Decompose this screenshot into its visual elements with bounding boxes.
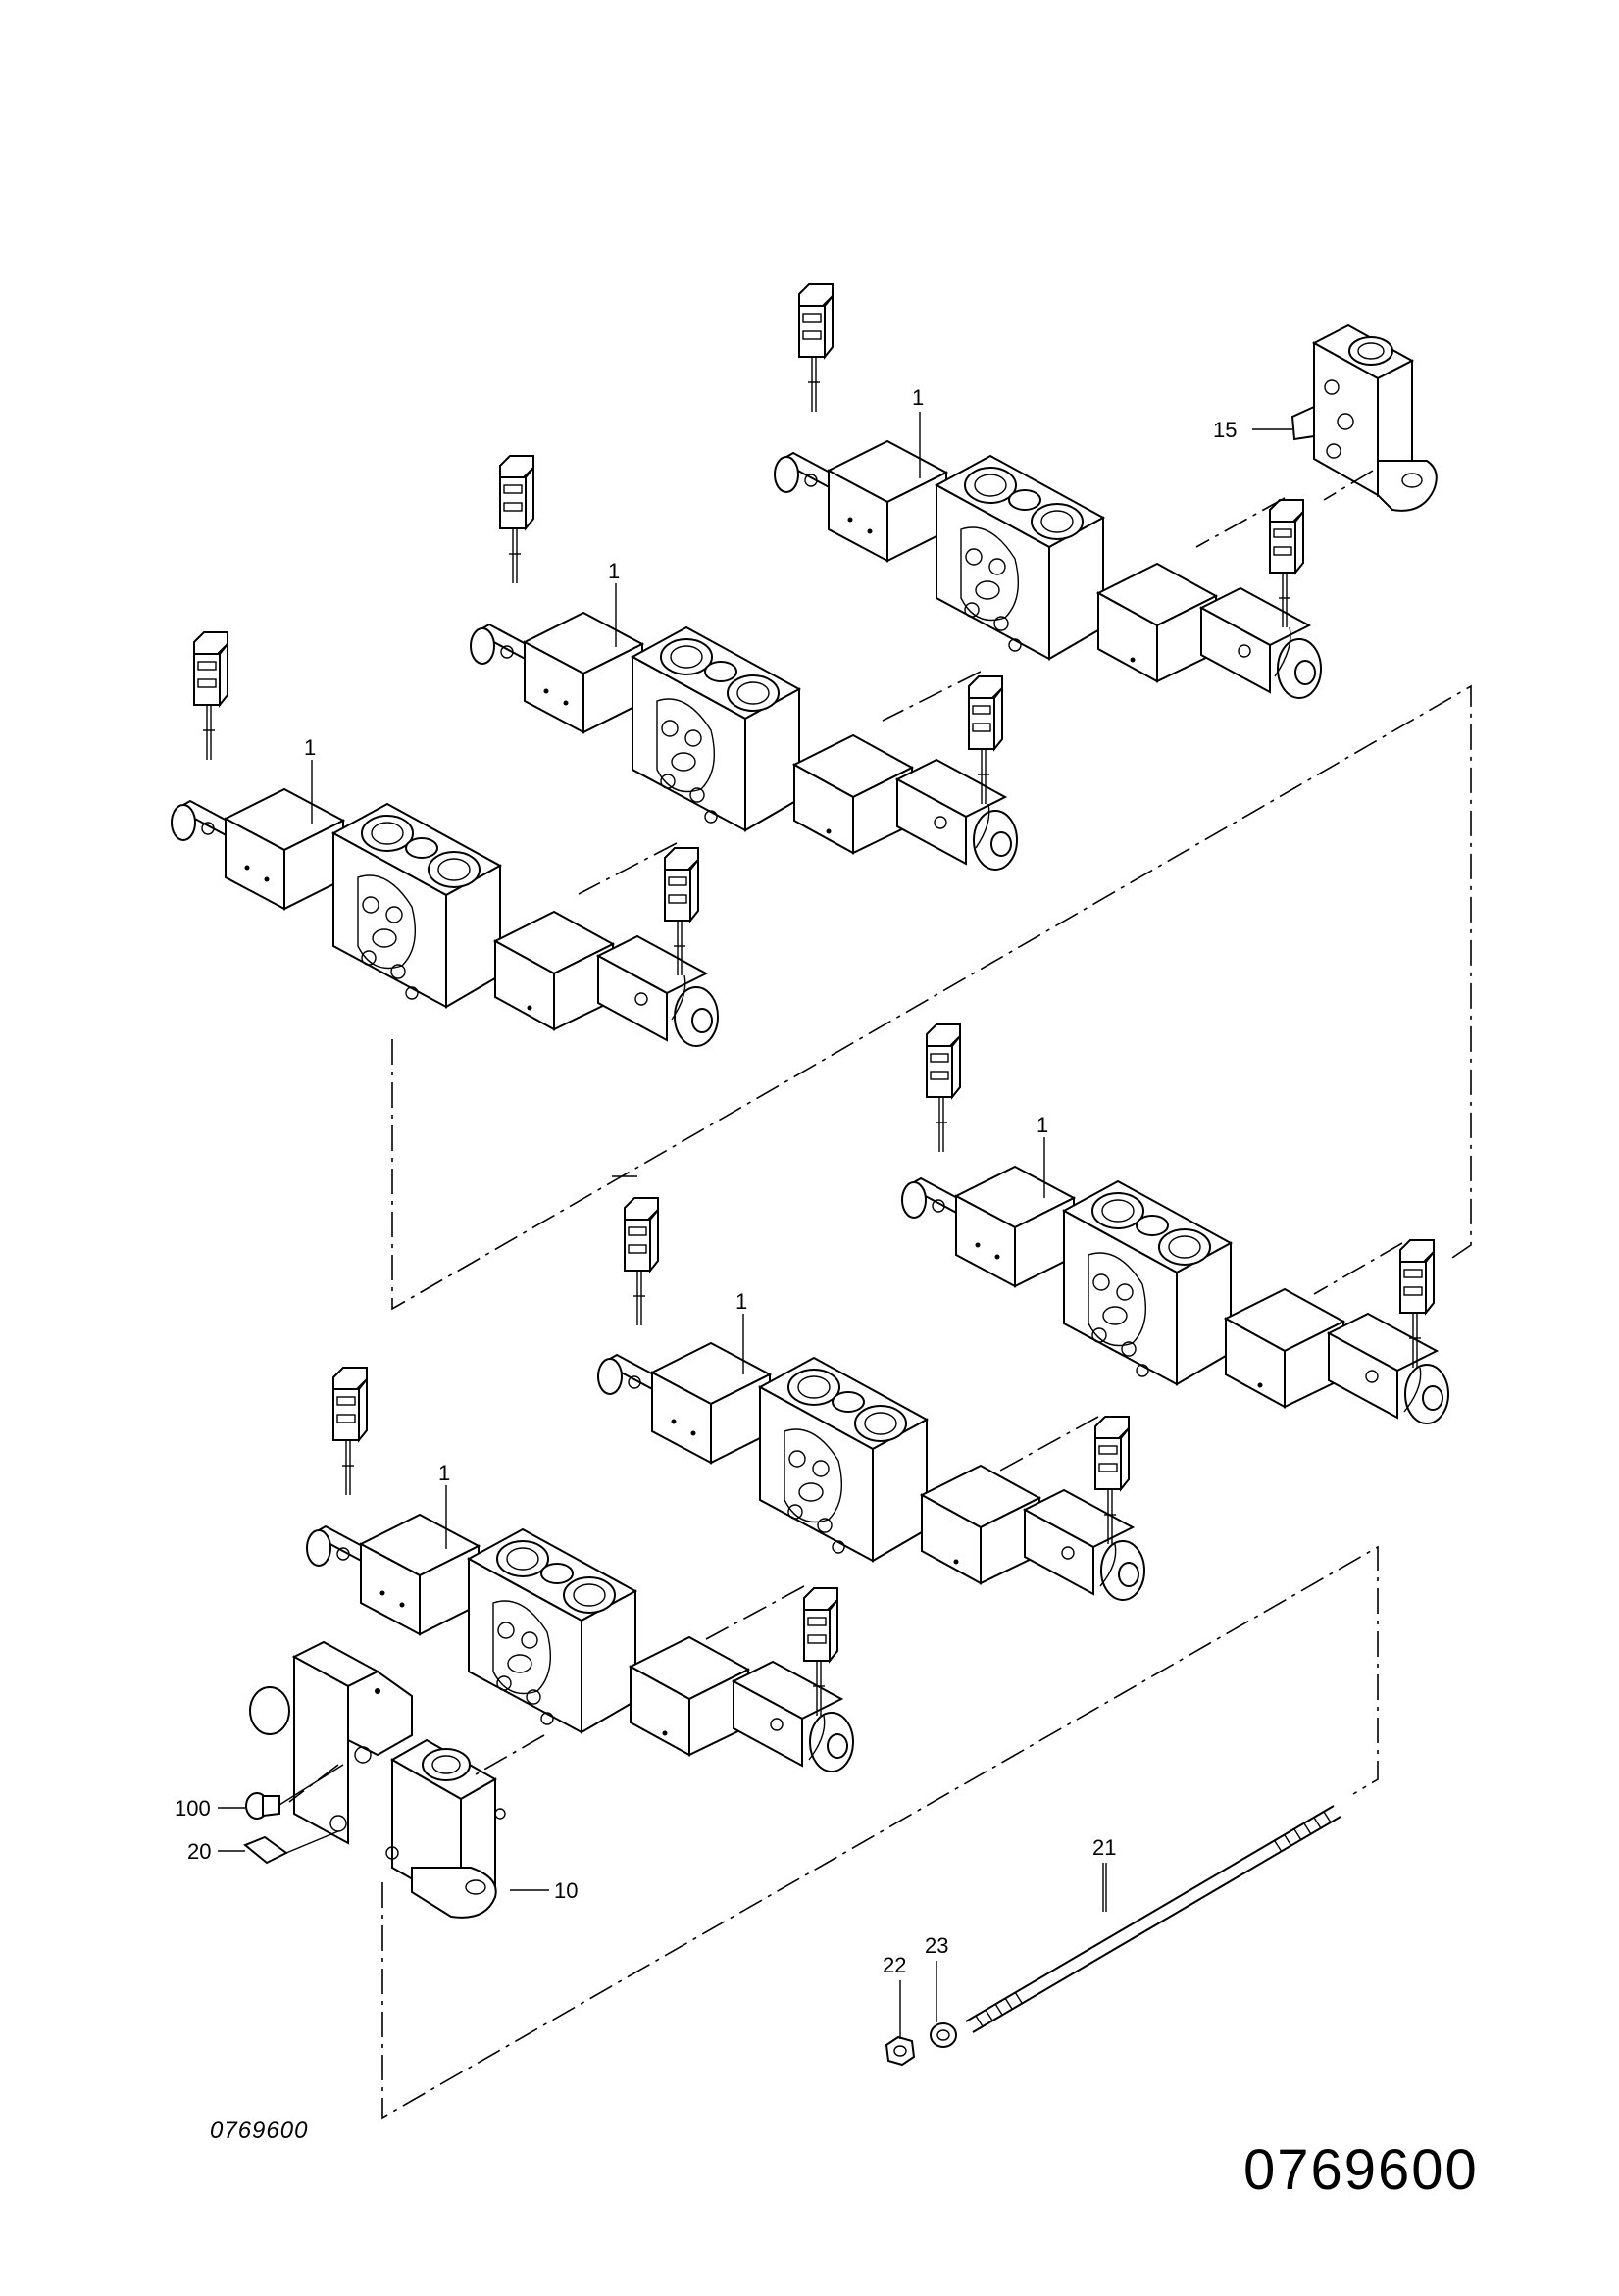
valve-section-a <box>774 283 1322 699</box>
washer-23 <box>930 2022 957 2048</box>
drawing-code-small: 0769600 <box>210 2118 309 2144</box>
inlet-section <box>249 1640 506 1919</box>
drawing-code-large: 0769600 <box>1243 2138 1479 2202</box>
label-plate-20 <box>243 1830 339 1865</box>
nut-22 <box>885 2035 916 2067</box>
callout-1-f: 1 <box>438 1461 450 1485</box>
callout-1-a: 1 <box>912 385 924 410</box>
valve-section-c <box>171 631 719 1047</box>
callout-100: 100 <box>175 1796 211 1821</box>
callouts: 1 1 1 1 1 1 15 10 100 20 21 22 23 <box>175 385 1237 1977</box>
callout-21: 21 <box>1092 1835 1116 1860</box>
callout-1-c: 1 <box>304 735 316 760</box>
callout-20: 20 <box>187 1839 211 1864</box>
valve-section-b <box>470 455 1018 871</box>
callout-15: 15 <box>1213 418 1237 442</box>
callout-1-e: 1 <box>735 1289 747 1314</box>
leader-lines <box>218 412 1292 2039</box>
callout-1-d: 1 <box>1037 1113 1048 1137</box>
valve-section-e <box>597 1197 1145 1601</box>
valve-section-f <box>306 1367 854 1772</box>
callout-10: 10 <box>554 1878 578 1903</box>
valve-section-d <box>901 1023 1449 1424</box>
assembly-lines <box>288 470 1472 2120</box>
callout-23: 23 <box>925 1933 948 1958</box>
end-section <box>1290 324 1438 512</box>
callout-1-b: 1 <box>608 559 620 583</box>
callout-22: 22 <box>883 1953 906 1977</box>
tie-rod-21 <box>965 1805 1341 2033</box>
plug-100 <box>245 1764 344 1820</box>
